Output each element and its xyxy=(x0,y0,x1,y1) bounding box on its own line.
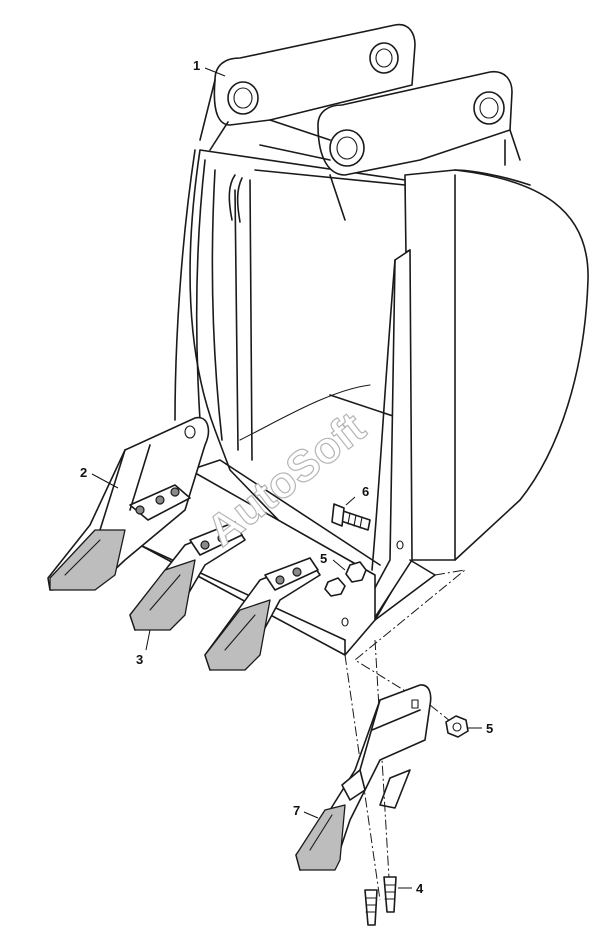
nut-5-lower xyxy=(445,715,469,738)
callout-leaders xyxy=(91,67,482,889)
callout-3: 3 xyxy=(136,652,143,667)
bucket-tooth-right xyxy=(204,557,321,671)
callout-5-lower: 5 xyxy=(486,721,493,736)
left-side-cutter xyxy=(47,416,210,591)
bolt-6 xyxy=(331,503,371,531)
callout-5-upper: 5 xyxy=(320,551,327,566)
callout-6: 6 xyxy=(362,484,369,499)
callout-4: 4 xyxy=(416,881,424,896)
callout-2: 2 xyxy=(80,465,87,480)
nut-5-upper xyxy=(324,561,367,597)
callout-1: 1 xyxy=(193,58,200,73)
bucket-tooth-left xyxy=(129,521,246,631)
bucket-mounting-ears xyxy=(199,23,521,223)
bolts-4 xyxy=(364,876,397,926)
callout-7: 7 xyxy=(293,803,300,818)
bucket-body xyxy=(139,149,589,656)
right-side-cutter xyxy=(295,684,432,871)
